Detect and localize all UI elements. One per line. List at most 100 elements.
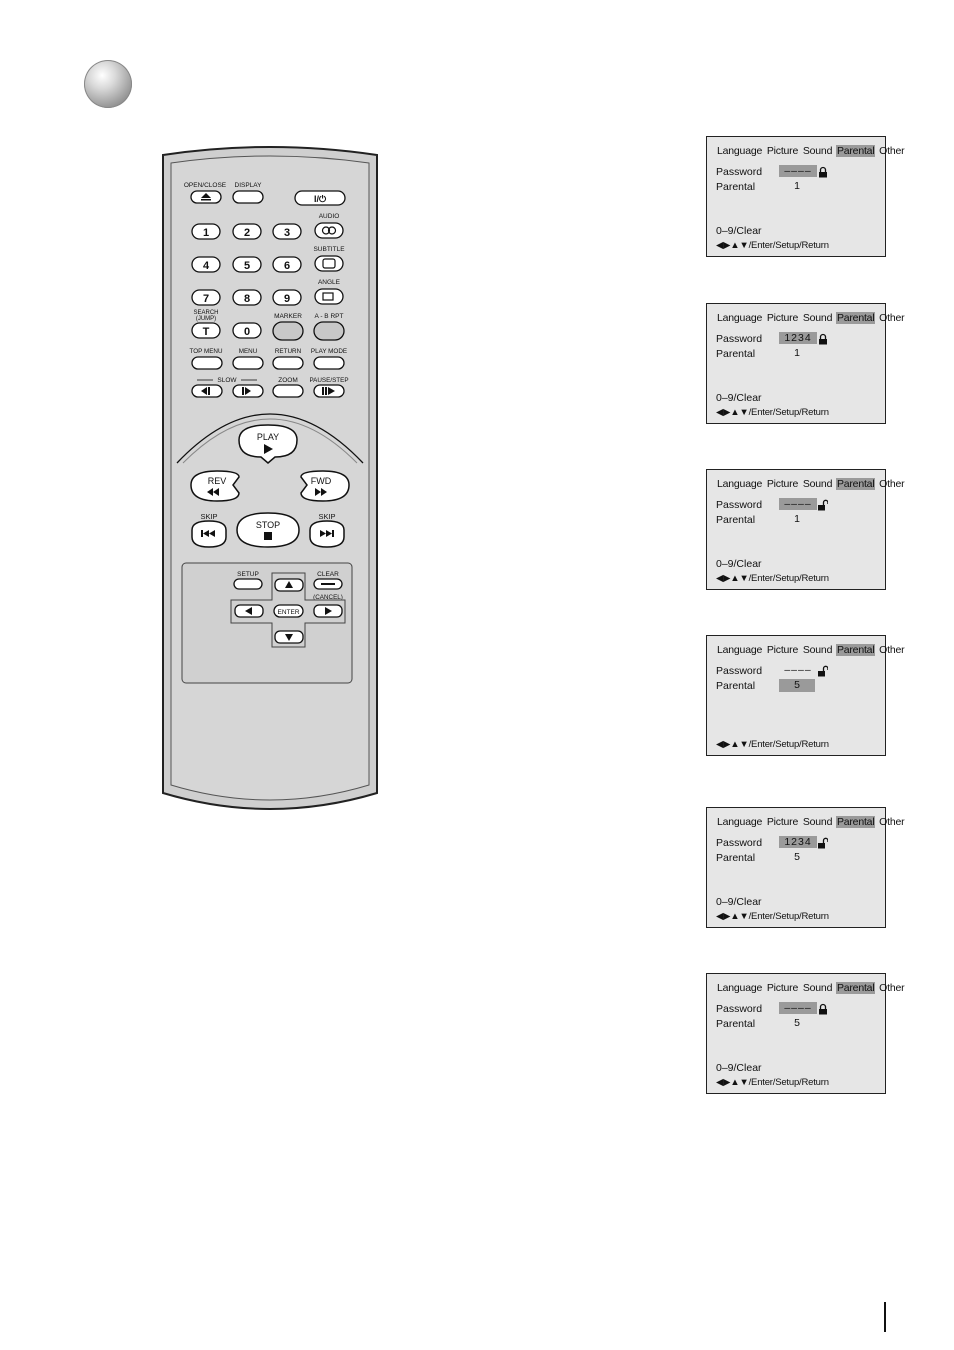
subtitle-icon (322, 258, 336, 269)
digit-5-button[interactable] (232, 256, 262, 273)
osd-tab[interactable]: Language (717, 478, 763, 490)
digit-1-label: 1 (203, 227, 209, 239)
osd-tab[interactable]: Sound (802, 478, 833, 490)
password-field[interactable]: –––– (779, 498, 817, 510)
stop-label: STOP (256, 520, 280, 530)
password-field[interactable]: –––– (779, 1002, 817, 1014)
digit-9-button[interactable] (272, 289, 302, 306)
lock-closed-icon (818, 332, 828, 345)
parental-level-value[interactable]: 1 (794, 513, 800, 525)
fwd-label: FWD (311, 476, 332, 486)
osd-tab[interactable]: Other (879, 312, 905, 324)
osd-tab[interactable]: Language (717, 982, 763, 994)
play-mode-label: PLAY MODE (311, 348, 347, 355)
password-label: Password (716, 499, 763, 511)
osd-tab[interactable]: Picture (766, 982, 799, 994)
osd-tab[interactable]: Other (879, 644, 905, 656)
osd-tab[interactable]: Language (717, 312, 763, 324)
zoom-button[interactable] (272, 384, 304, 398)
down-arrow-icon (285, 634, 293, 641)
osd-tab[interactable]: Sound (802, 816, 833, 828)
osd-tab[interactable]: Other (879, 145, 905, 157)
osd-tab[interactable]: Language (717, 644, 763, 656)
play-button[interactable] (238, 424, 298, 464)
osd-tab[interactable]: Picture (766, 816, 799, 828)
parental-level-value[interactable]: 1 (794, 347, 800, 359)
return-button[interactable] (272, 356, 304, 370)
osd-tab[interactable]: Parental (835, 982, 876, 994)
pause-step-icon (322, 387, 324, 395)
osd-tab[interactable]: Sound (802, 312, 833, 324)
password-label: Password (716, 166, 763, 178)
osd-tab[interactable]: Sound (802, 145, 833, 157)
parental-level-value[interactable]: 5 (779, 679, 815, 692)
digit-5-label: 5 (244, 260, 250, 272)
setup-button[interactable] (233, 578, 263, 590)
play-mode-button[interactable] (313, 356, 345, 370)
clear-hint: 0–9/Clear (716, 1062, 762, 1074)
osd-tab[interactable]: Other (879, 816, 905, 828)
osd-tab[interactable]: Other (879, 478, 905, 490)
power-button[interactable] (294, 190, 346, 206)
password-field[interactable]: –––– (779, 165, 817, 177)
parental-level-value[interactable]: 5 (794, 851, 800, 863)
password-field[interactable]: –––– (784, 664, 812, 676)
angle-button[interactable] (314, 288, 344, 305)
eject-icon (201, 193, 211, 198)
clear-hint: 0–9/Clear (716, 225, 762, 237)
osd-tab[interactable]: Parental (835, 145, 876, 157)
slow-reverse-icon (201, 387, 207, 395)
parental-label: Parental (716, 1018, 756, 1030)
stop-icon (264, 532, 272, 540)
digit-6-button[interactable] (272, 256, 302, 273)
digit-0-label: 0 (244, 326, 250, 338)
cancel-label: (CANCEL) (313, 594, 343, 601)
osd-screen: Language Picture Sound Parental Other Pa… (706, 136, 905, 257)
digit-3-button[interactable] (272, 223, 302, 240)
osd-tab[interactable]: Picture (766, 312, 799, 324)
marker-label: MARKER (274, 313, 302, 320)
display-button[interactable] (232, 190, 264, 204)
enter-button[interactable] (273, 604, 304, 618)
osd-tab[interactable]: Parental (835, 644, 876, 656)
subtitle-button[interactable] (314, 255, 344, 272)
skip-forward-icon (320, 530, 326, 537)
stop-button[interactable] (236, 512, 300, 548)
marker-button[interactable] (272, 321, 304, 341)
digit-8-label: 8 (244, 293, 250, 305)
osd-tab[interactable]: Parental (835, 478, 876, 490)
digit-8-button[interactable] (232, 289, 262, 306)
parental-level-value[interactable]: 5 (794, 1017, 800, 1029)
osd-tab[interactable]: Sound (802, 982, 833, 994)
digit-7-button[interactable] (191, 289, 221, 306)
osd-tab[interactable]: Parental (835, 312, 876, 324)
rev-button[interactable] (190, 470, 240, 502)
top-menu-button[interactable] (191, 356, 223, 370)
password-field[interactable]: 1234 (779, 836, 817, 848)
osd-tab[interactable]: Language (717, 816, 763, 828)
fwd-button[interactable] (300, 470, 350, 502)
power-icon: I/⏻ (314, 194, 327, 204)
osd-tab[interactable]: Parental (835, 816, 876, 828)
digit-2-button[interactable] (232, 223, 262, 240)
osd-tab[interactable]: Other (879, 982, 905, 994)
open-close-label: OPEN/CLOSE (184, 182, 227, 189)
password-field[interactable]: 1234 (779, 332, 817, 344)
step-bullet-icon (84, 60, 132, 108)
digit-0-button[interactable] (232, 322, 262, 339)
lock-open-icon (818, 836, 829, 849)
digit-1-button[interactable] (191, 223, 221, 240)
digit-4-button[interactable] (191, 256, 221, 273)
skip-forward-label: SKIP (318, 512, 335, 521)
ab-rpt-button[interactable] (313, 321, 345, 341)
osd-menu-tabs: Language Picture Sound Parental Other (716, 478, 905, 490)
osd-tab[interactable]: Picture (766, 644, 799, 656)
menu-button[interactable] (232, 356, 264, 370)
search-button[interactable] (191, 322, 221, 339)
osd-tab[interactable]: Picture (766, 145, 799, 157)
parental-level-value[interactable]: 1 (794, 180, 800, 192)
osd-tab[interactable]: Sound (802, 644, 833, 656)
osd-tab[interactable]: Language (717, 145, 763, 157)
skip-back-label: SKIP (200, 512, 217, 521)
osd-tab[interactable]: Picture (766, 478, 799, 490)
